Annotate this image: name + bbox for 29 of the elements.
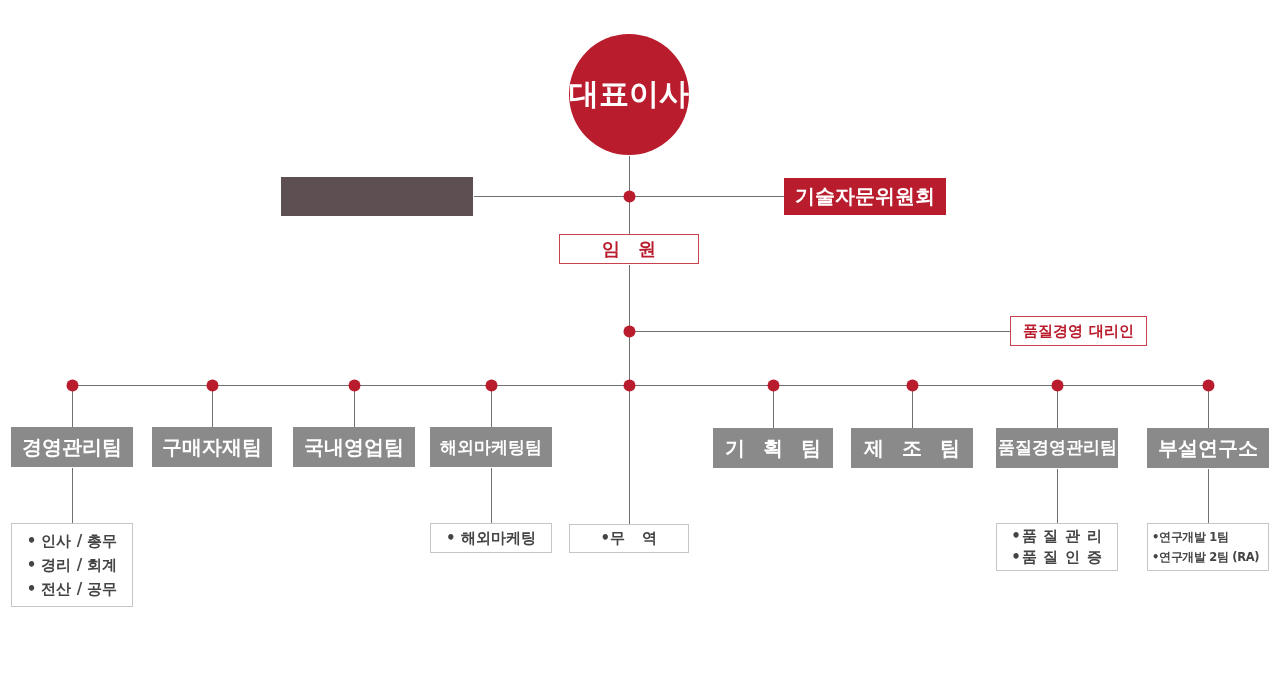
duty-item: • 경리 / 회계 [26, 555, 118, 576]
connector-line [491, 467, 492, 524]
duty-item: •품 질 관 리 [1011, 526, 1103, 547]
team-box: 경영관리팀 [11, 427, 133, 467]
committee-box: 기술자문위원회 [784, 178, 946, 215]
team-box: 제 조 팀 [851, 428, 973, 468]
duty-box: • 해외마케팅 [430, 523, 552, 553]
company-box [281, 177, 473, 216]
executive-box: 임 원 [559, 234, 699, 264]
duty-box [11, 523, 133, 607]
duty-item: •연구개발 2팀 (RA) [1152, 549, 1260, 566]
agent-box: 품질경영 대리인 [1010, 316, 1147, 346]
duty-item: • 전산 / 공무 [26, 579, 118, 600]
team-box: 해외마케팅팀 [430, 427, 552, 467]
connector-line [72, 467, 73, 524]
team-box: 국내영업팀 [293, 427, 415, 467]
duty-box [1147, 523, 1269, 571]
team-box: 기 획 팀 [713, 428, 833, 468]
team-box: 품질경영관리팀 [996, 428, 1118, 468]
team-box: 구매자재팀 [152, 427, 272, 467]
connector-line [1057, 468, 1058, 524]
top-circle: 대표이사 [569, 34, 689, 155]
duty-item: • 인사 / 총무 [26, 531, 118, 552]
duty-item: •연구개발 1팀 [1152, 529, 1229, 546]
duty-item: •품 질 인 증 [1011, 547, 1103, 568]
team-box: 부설연구소 [1147, 428, 1269, 468]
duty-box: •무 역 [569, 524, 689, 553]
connector-line [1208, 468, 1209, 524]
duty-box [996, 523, 1118, 571]
